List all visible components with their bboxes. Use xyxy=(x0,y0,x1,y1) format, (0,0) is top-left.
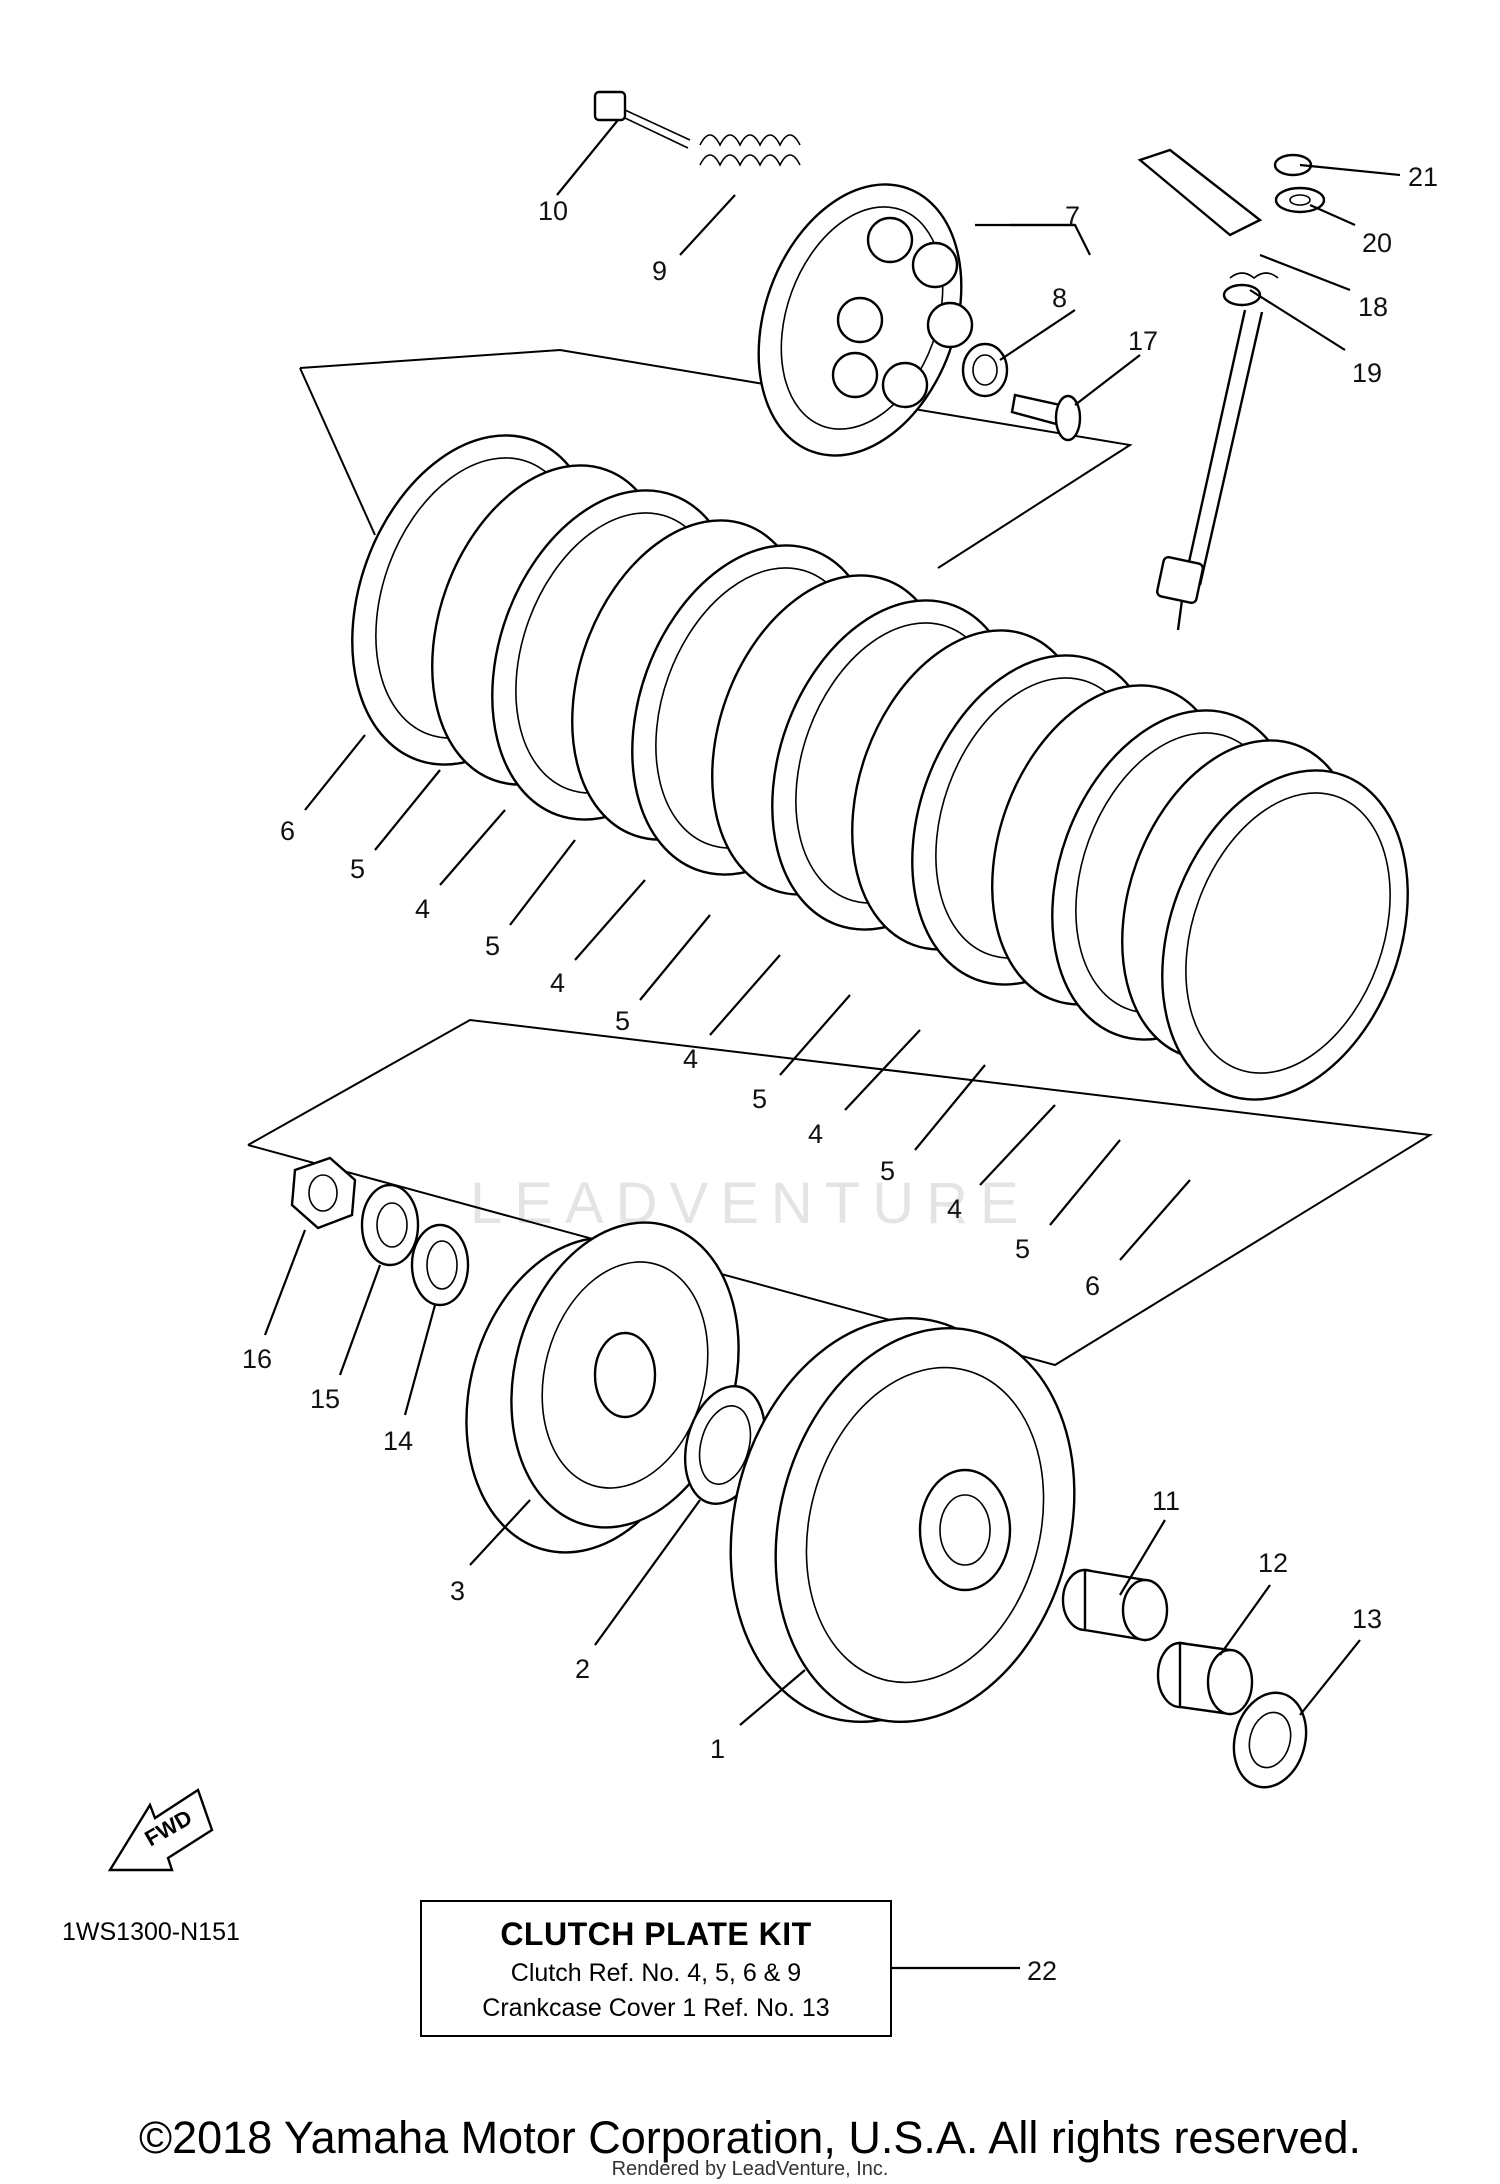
clutch-bolt xyxy=(593,90,691,149)
pressure-plate xyxy=(757,183,974,457)
callout-12: 12 xyxy=(1258,1548,1288,1578)
push-rod xyxy=(1010,393,1082,442)
callout-18: 18 xyxy=(1358,292,1388,322)
fwd-arrow-icon: FWD xyxy=(107,1788,214,1872)
callout-10: 10 xyxy=(538,196,568,226)
callout-1: 1 xyxy=(710,1734,725,1764)
callout-4c: 4 xyxy=(683,1044,698,1074)
callout-21: 21 xyxy=(1408,162,1438,192)
callout-8: 8 xyxy=(1052,283,1067,313)
callout-11: 11 xyxy=(1152,1486,1180,1516)
callout-19: 19 xyxy=(1352,358,1382,388)
clutch-plate-kit-box: CLUTCH PLATE KIT Clutch Ref. No. 4, 5, 6… xyxy=(420,1900,892,2037)
callout-15: 15 xyxy=(310,1384,340,1414)
leader-lines xyxy=(263,119,1401,1970)
spacer xyxy=(1061,1568,1169,1642)
callout-20: 20 xyxy=(1362,228,1392,258)
rendered-by-note: Rendered by LeadVenture, Inc. xyxy=(611,2158,889,2180)
callout-5f: 5 xyxy=(1015,1234,1030,1264)
callout-5b: 5 xyxy=(485,931,500,961)
callout-5e: 5 xyxy=(880,1156,895,1186)
bearing xyxy=(961,342,1009,398)
callout-6b: 6 xyxy=(1085,1271,1100,1301)
callout-16: 16 xyxy=(242,1344,272,1374)
callout-17: 17 xyxy=(1128,326,1158,356)
callout-3: 3 xyxy=(450,1576,465,1606)
washer-13 xyxy=(1232,1691,1308,1789)
callout-14: 14 xyxy=(383,1426,413,1456)
callout-6a: 6 xyxy=(280,816,295,846)
kit-title: CLUTCH PLATE KIT xyxy=(500,1916,812,1952)
friction-plate-6b xyxy=(1161,769,1409,1101)
nut xyxy=(290,1156,357,1230)
callouts: 10 9 7 8 17 21 20 18 19 6 5 4 5 4 5 4 5 … xyxy=(242,162,1438,1986)
thrust-washer xyxy=(410,1223,470,1307)
callout-5c: 5 xyxy=(615,1006,630,1036)
kit-line-2: Crankcase Cover 1 Ref. No. 13 xyxy=(482,1994,830,2022)
clutch-housing xyxy=(729,1317,1076,1723)
copyright-notice: ©2018 Yamaha Motor Corporation, U.S.A. A… xyxy=(138,2112,1362,2163)
callout-13: 13 xyxy=(1352,1604,1382,1634)
torsion-spring xyxy=(1229,272,1279,280)
callout-22: 22 xyxy=(1027,1956,1057,1986)
kit-line-1: Clutch Ref. No. 4, 5, 6 & 9 xyxy=(510,1959,802,1987)
callout-5d: 5 xyxy=(752,1084,767,1114)
needle-bearing xyxy=(1156,1641,1254,1716)
watermark-text: LEADVENTURE xyxy=(470,1171,1031,1236)
callout-5a: 5 xyxy=(350,854,365,884)
callout-2: 2 xyxy=(575,1654,590,1684)
push-lever-shaft xyxy=(1137,148,1264,631)
diagram-code: 1WS1300-N151 xyxy=(62,1918,240,1946)
clutch-spring xyxy=(699,134,801,167)
callout-4b: 4 xyxy=(550,968,565,998)
lock-washer xyxy=(360,1183,420,1267)
clutch-boss xyxy=(465,1221,740,1554)
callout-4d: 4 xyxy=(808,1119,823,1149)
callout-4e: 4 xyxy=(947,1194,962,1224)
callout-9: 9 xyxy=(652,256,667,286)
callout-4a: 4 xyxy=(415,894,430,924)
callout-7: 7 xyxy=(1065,201,1080,231)
